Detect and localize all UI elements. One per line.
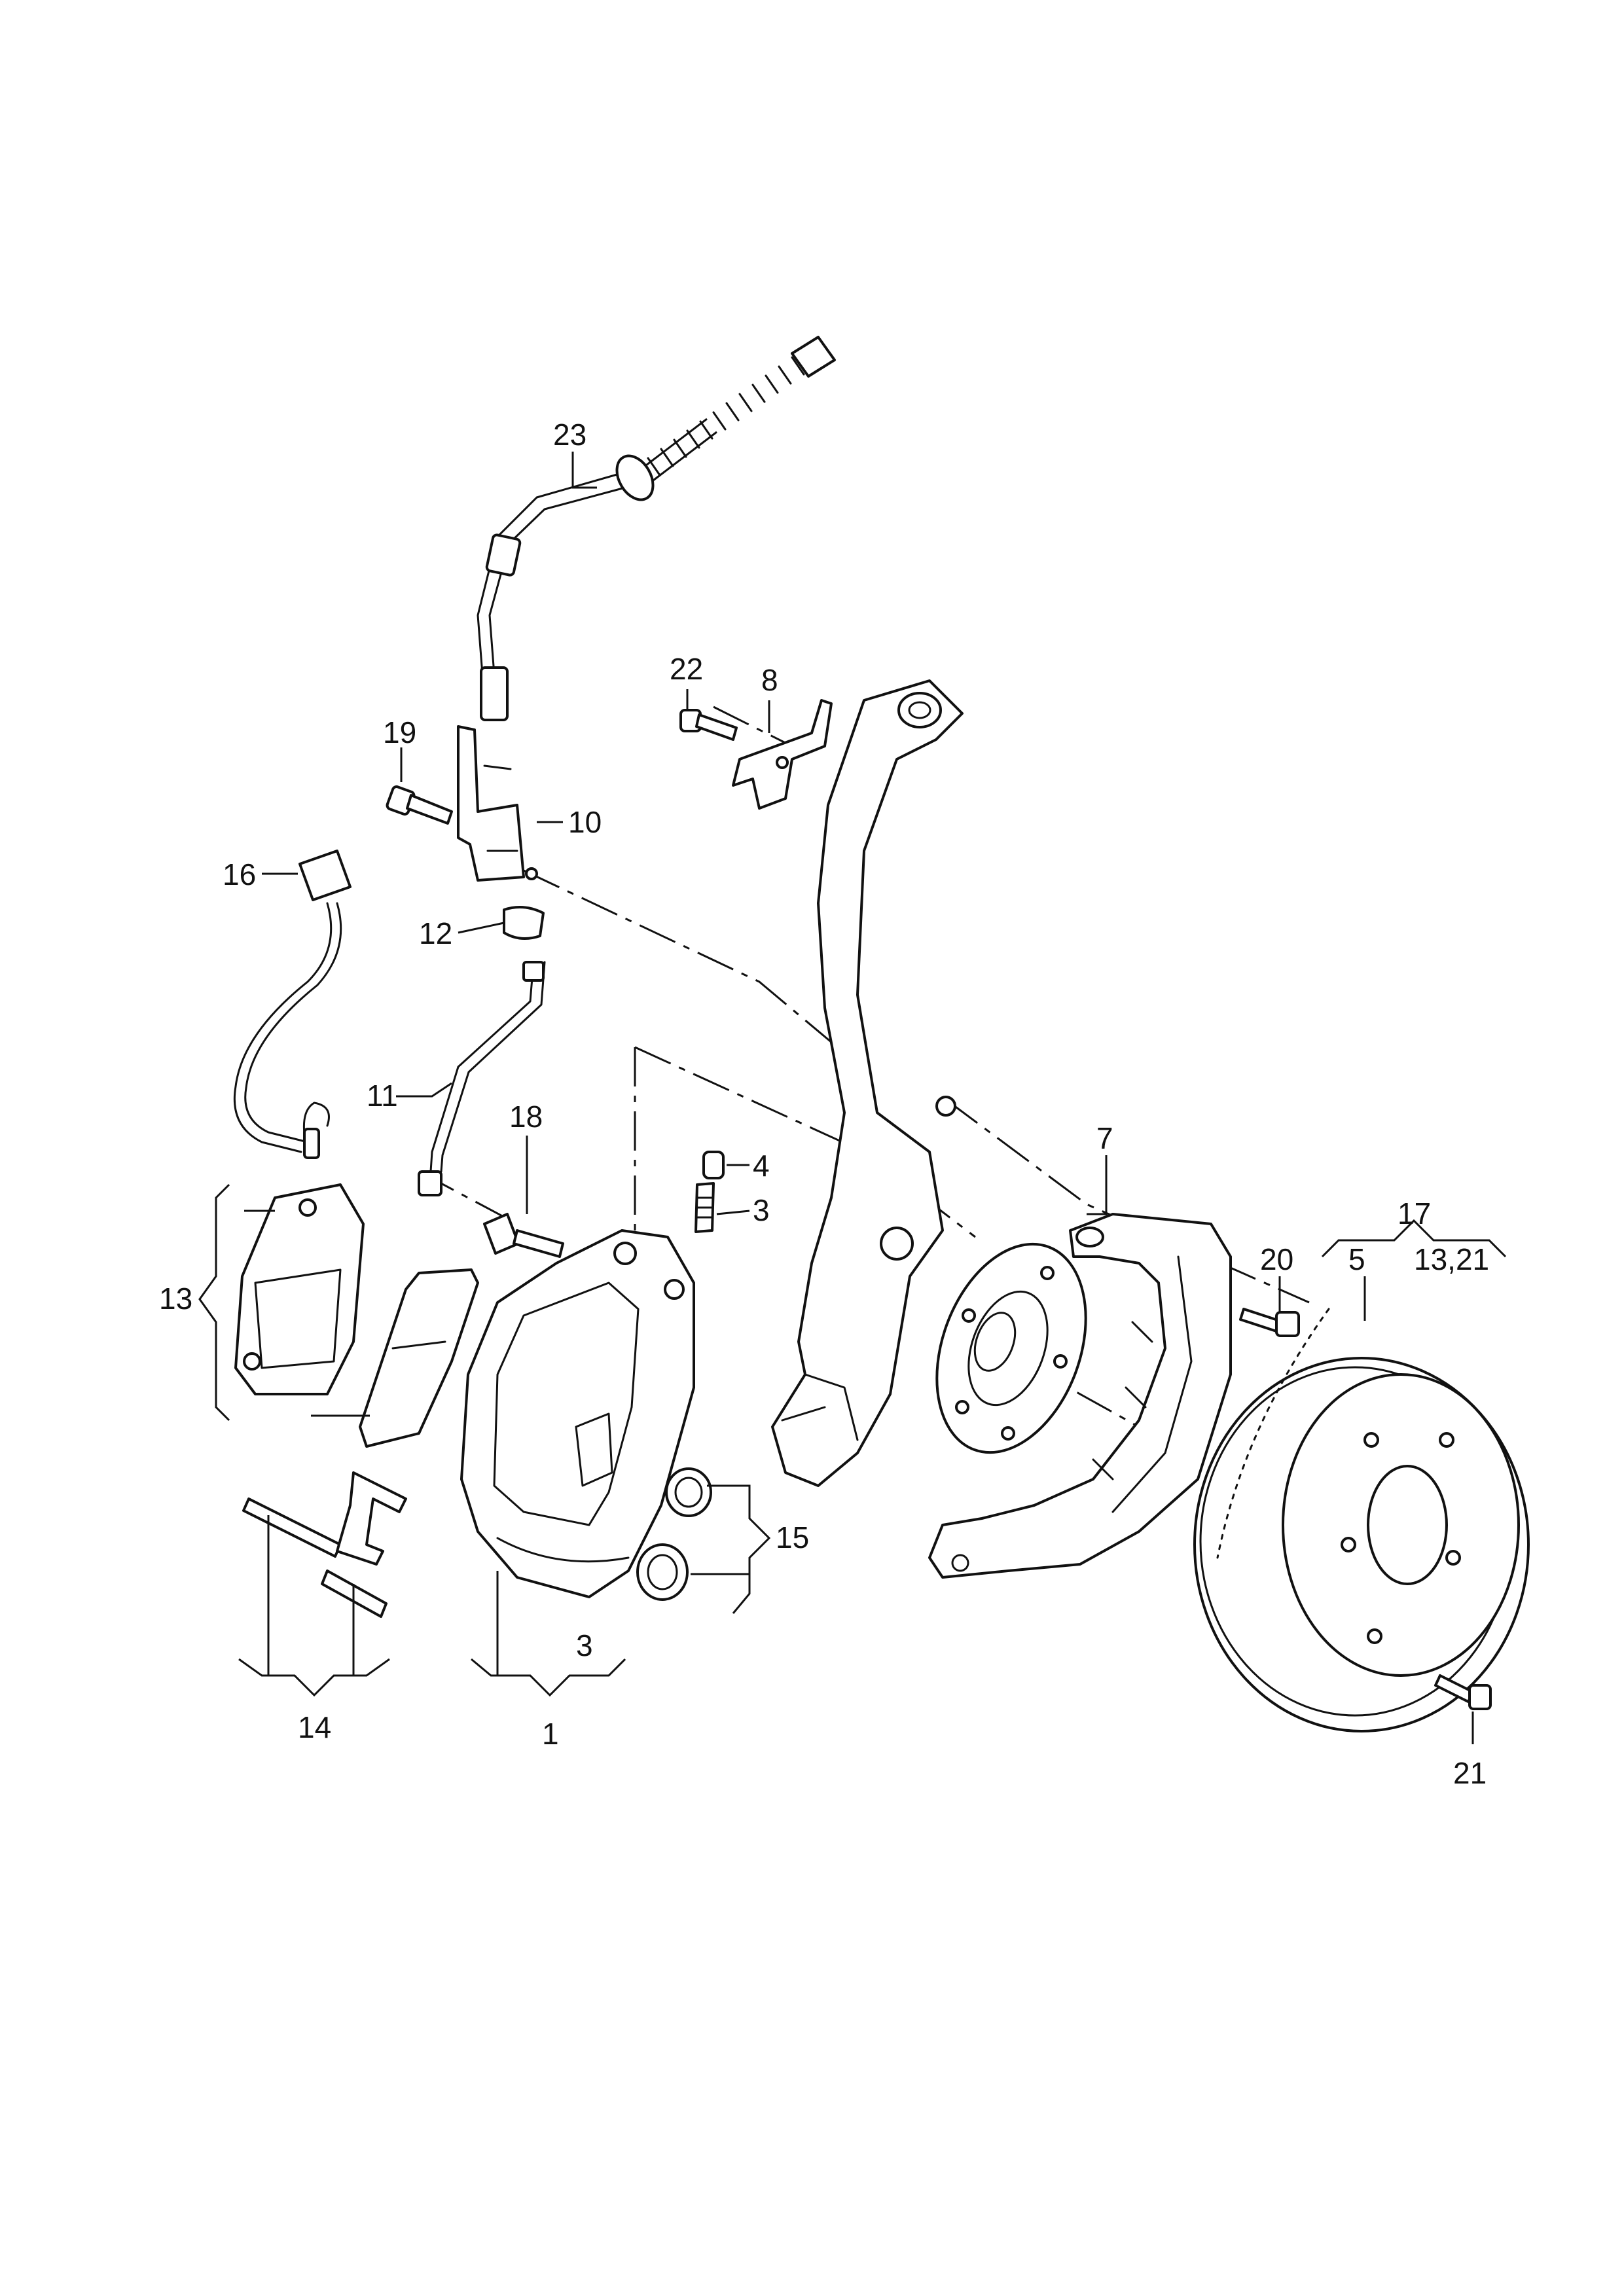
label-7: 7: [1096, 1121, 1113, 1155]
bolt-21[interactable]: [1434, 1674, 1492, 1710]
bleed-cap-4[interactable]: [702, 1151, 725, 1179]
label-13: 13: [159, 1282, 192, 1316]
bolt-22[interactable]: [679, 709, 738, 741]
seal-rings-15[interactable]: [636, 1467, 712, 1601]
pad-shim[interactable]: [359, 1268, 479, 1448]
hose-bracket[interactable]: [457, 725, 538, 882]
bracket-8[interactable]: [732, 699, 833, 810]
brake-pad-13[interactable]: [234, 1183, 365, 1395]
label-8: 8: [761, 663, 778, 697]
label-16: 16: [223, 857, 256, 891]
label-21: 21: [1453, 1756, 1487, 1790]
label-19: 19: [383, 715, 416, 749]
label-17: 17: [1398, 1196, 1431, 1230]
label-5: 5: [1348, 1242, 1365, 1276]
bolt-19[interactable]: [386, 785, 453, 825]
wear-sensor-16[interactable]: [233, 850, 352, 1159]
label-1: 1: [542, 1717, 559, 1751]
wheel-hub[interactable]: [910, 1223, 1113, 1473]
label-20: 20: [1260, 1242, 1293, 1276]
bleed-valve-3[interactable]: [695, 1182, 715, 1233]
steering-knuckle[interactable]: [771, 679, 964, 1487]
label-18: 18: [509, 1100, 543, 1134]
splash-shield-7[interactable]: [928, 1213, 1232, 1579]
label-12: 12: [419, 916, 452, 950]
label-11: 11: [367, 1079, 398, 1113]
brake-line[interactable]: [418, 961, 546, 1196]
label-10: 10: [568, 805, 602, 839]
clip-12[interactable]: [503, 906, 545, 940]
label-4: 4: [753, 1149, 770, 1183]
label-3-bracket: 3: [576, 1628, 593, 1662]
bolt-18[interactable]: [483, 1213, 564, 1258]
brake-hose[interactable]: [477, 336, 836, 721]
label-14: 14: [298, 1710, 331, 1744]
label-15: 15: [776, 1520, 809, 1554]
label-22: 22: [670, 652, 703, 686]
bolt-20[interactable]: [1239, 1308, 1300, 1337]
label-23: 23: [553, 418, 586, 452]
brake-caliper[interactable]: [460, 1229, 695, 1598]
label-3-valve: 3: [753, 1193, 770, 1227]
leader-lines: [198, 452, 1507, 1744]
brake-disc[interactable]: [1193, 1308, 1530, 1732]
label-13-21: 13,21: [1414, 1242, 1489, 1276]
callout-labels: 23 22 8 19 10 16 12 11 18 7 4 3 17 20 5 …: [159, 418, 1489, 1790]
